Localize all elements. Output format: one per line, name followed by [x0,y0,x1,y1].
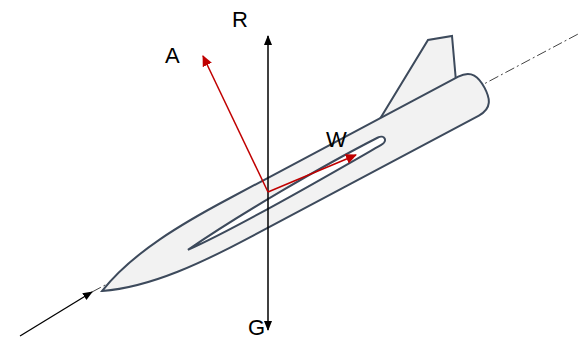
force-r [267,36,269,192]
force-a [203,56,268,192]
force-w [268,155,356,192]
wing [183,135,388,252]
force-g [267,192,269,330]
flow-arrow [20,292,92,336]
force-label: G [248,316,265,340]
rocket-body [92,68,495,310]
force-label: A [165,44,180,68]
force-label: W [326,128,347,152]
force-label: R [232,8,248,32]
